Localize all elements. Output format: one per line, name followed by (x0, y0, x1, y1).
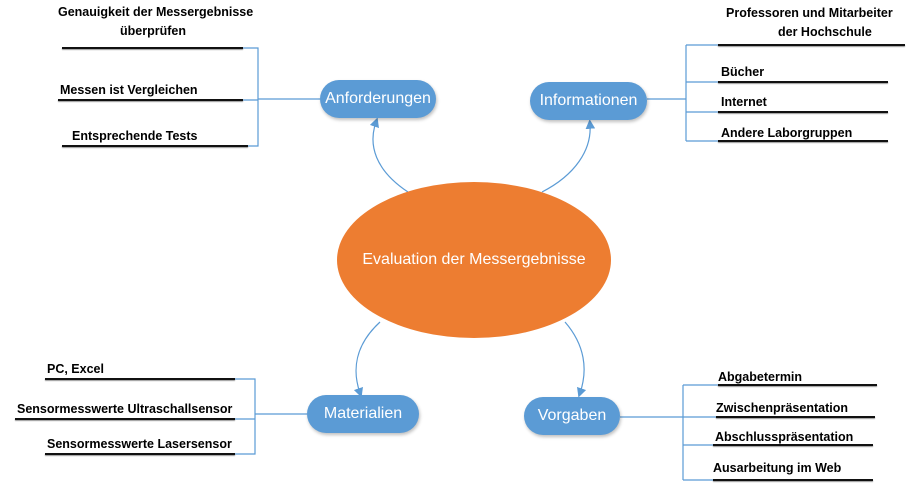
node-informationen: Informationen (530, 82, 647, 120)
node-label: Vorgaben (537, 407, 607, 424)
item-text: Messen ist Vergleichen (60, 83, 198, 97)
item-text: Abschlusspräsentation (715, 430, 854, 444)
central-node-label: Evaluation der Messergebnisse (362, 251, 586, 268)
bracket-anforderungen (243, 47, 320, 147)
item-text: Sensormesswerte Ultraschallsensor (17, 402, 233, 416)
node-anforderungen: Anforderungen (320, 80, 436, 118)
arrow-to-anforderungen (369, 117, 409, 193)
node-label: Anforderungen (325, 90, 431, 107)
item-underline (58, 99, 243, 101)
item-text: Entsprechende Tests (72, 129, 198, 143)
item-underline (718, 44, 905, 46)
bracket-materialien (235, 378, 307, 455)
node-label: Materialien (323, 405, 403, 422)
item-text: Professoren und Mitarbeiter (726, 6, 893, 20)
item-text: Zwischenpräsentation (716, 401, 848, 415)
bracket-informationen (647, 44, 718, 142)
arrow-to-vorgaben (564, 321, 587, 398)
arrow-to-informationen (541, 119, 596, 193)
item-underline (713, 479, 873, 481)
item-text: Sensormesswerte Lasersensor (47, 437, 232, 451)
item-text: überprüfen (120, 24, 186, 38)
item-underline (15, 418, 235, 420)
node-vorgaben: Vorgaben (524, 397, 620, 435)
item-underline (45, 453, 235, 455)
item-underline (716, 416, 875, 418)
arrow-to-materialien (353, 321, 381, 398)
item-underline (718, 384, 877, 386)
item-text: Ausarbeitung im Web (713, 461, 842, 475)
item-underline (718, 81, 888, 83)
item-text: PC, Excel (47, 362, 104, 376)
item-text: Bücher (721, 65, 765, 79)
node-materialien: Materialien (307, 395, 419, 433)
item-underline (62, 145, 248, 147)
item-text: Abgabetermin (718, 370, 803, 384)
central-node: Evaluation der Messergebnisse (337, 182, 611, 338)
item-underline (713, 444, 873, 446)
bracket-vorgaben (620, 384, 718, 481)
item-underline (62, 47, 243, 49)
node-label: Informationen (539, 92, 638, 109)
item-text: Internet (721, 95, 767, 109)
item-underline (718, 140, 888, 142)
item-text: Genauigkeit der Messergebnisse (58, 5, 254, 19)
item-text: Andere Laborgruppen (721, 126, 853, 140)
item-underline (718, 111, 888, 113)
item-text: der Hochschule (778, 25, 872, 39)
item-underline (45, 378, 235, 380)
